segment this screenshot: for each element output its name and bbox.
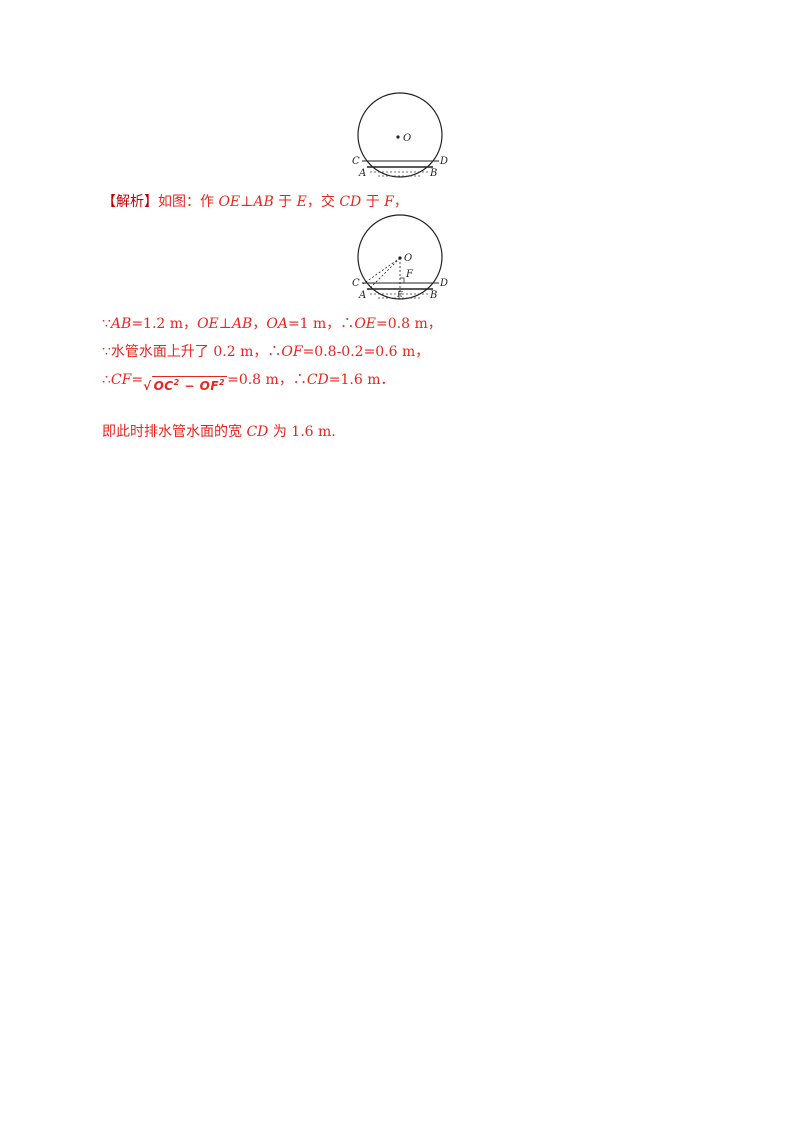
therefore-symbol: ∴ [102, 372, 111, 388]
label-e: E [396, 290, 403, 299]
radicand-term-2: − OF [179, 379, 220, 393]
perp-symbol: ⊥ [218, 316, 232, 332]
label-d: D [439, 156, 448, 167]
math-e: E [296, 194, 307, 210]
text-segment: ， [393, 194, 408, 210]
segment-oa [367, 257, 401, 291]
exponent: 2 [219, 378, 226, 387]
math-oa: OA [266, 316, 288, 332]
label-b: B [429, 168, 437, 179]
text-segment: = [131, 372, 144, 388]
label-c: C [352, 156, 360, 167]
text-segment: 为 [268, 424, 292, 440]
text-segment: =1.6 m． [328, 372, 395, 388]
because-symbol: ∵ [102, 344, 111, 360]
label-o: O [403, 133, 411, 144]
segment-oc [362, 257, 401, 285]
pipe-circle [357, 92, 443, 178]
exponent: 2 [173, 378, 180, 387]
text-segment: 于 [273, 194, 297, 210]
math-f: F [384, 194, 394, 210]
text-segment: =1 m，∴ [287, 316, 355, 332]
right-angle-mark [400, 277, 405, 283]
solution-line-2: ∵AB=1.2 m，OE⊥AB，OA=1 m，∴OE=0.8 m， [102, 313, 442, 333]
text-segment: 水管水面上升了 [110, 344, 209, 360]
text-segment: ，交 [306, 194, 340, 210]
text-segment: =0.8 m，∴ [227, 372, 307, 388]
text-segment: =0.8-0.2=0.6 m， [302, 344, 430, 360]
math-cd: CD [306, 372, 329, 388]
solution-heading-line: 【解析】如图：作 OE⊥AB 于 E，交 CD 于 F， [102, 191, 408, 211]
math-of: OF [281, 344, 303, 360]
pipe-circle [357, 214, 443, 300]
radical-sign: √ [143, 379, 152, 393]
text-segment: 0.2 m，∴ [208, 344, 282, 360]
math-ab: AB [110, 316, 132, 332]
square-root-expression: √OC2 − OF2 [143, 376, 228, 393]
perp-symbol: ⊥ [240, 194, 254, 210]
math-oe: OE [354, 316, 377, 332]
math-oe: OE [197, 316, 219, 332]
math-oe: OE [218, 194, 241, 210]
label-b: B [429, 290, 437, 301]
center-point-o [396, 135, 400, 139]
text-segment: 于 [361, 194, 385, 210]
text-segment: =0.8 m， [376, 316, 442, 332]
analysis-label: 【解析】 [102, 194, 158, 210]
label-f: F [405, 269, 414, 280]
label-d: D [439, 278, 448, 289]
because-symbol: ∵ [102, 316, 111, 332]
text-segment: 即此时排水管水面的宽 [102, 424, 247, 440]
radicand: OC2 − OF2 [151, 376, 228, 393]
solution-conclusion: 即此时排水管水面的宽 CD 为 1.6 m. [102, 421, 336, 441]
solution-line-3: ∵水管水面上升了 0.2 m，∴OF=0.8-0.2=0.6 m， [102, 341, 429, 361]
text-segment: =1.2 m， [131, 316, 198, 332]
math-cf: CF [110, 372, 132, 388]
solution-line-4: ∴CF=√OC2 − OF2=0.8 m，∴CD=1.6 m． [102, 369, 395, 393]
math-ab: AB [231, 316, 253, 332]
circle-figure-1: O C D A B [352, 92, 448, 179]
math-cd: CD [339, 194, 362, 210]
text-segment: 1.6 m. [291, 424, 336, 440]
label-c: C [352, 278, 360, 289]
label-o: O [404, 253, 412, 264]
label-a: A [358, 290, 366, 301]
text-segment: ， [252, 316, 267, 332]
circle-figure-2: O F E C D A B [352, 214, 448, 301]
text-segment: 如图：作 [158, 194, 219, 210]
radicand-term-1: OC [153, 379, 174, 393]
label-a: A [358, 168, 366, 179]
math-ab: AB [253, 194, 274, 210]
math-cd: CD [246, 424, 269, 440]
